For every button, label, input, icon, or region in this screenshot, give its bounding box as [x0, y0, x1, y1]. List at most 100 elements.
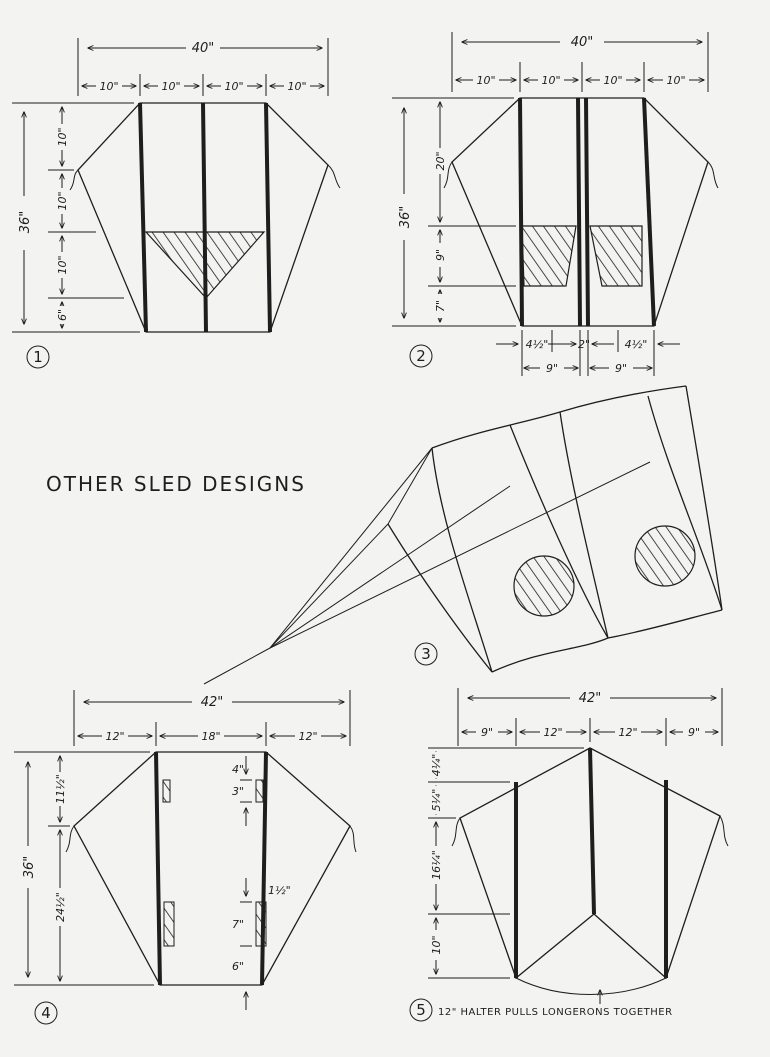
vent-dim-label: 6"	[232, 960, 244, 973]
vent-trapezoid	[521, 225, 577, 287]
design-number-circle	[26, 345, 50, 369]
vent-dim-label: 1½"	[268, 884, 291, 897]
vent-slot	[162, 779, 171, 803]
width-segment-label: 10"	[666, 74, 685, 87]
height-segment-label: 11½"	[54, 774, 67, 804]
design-5: 42" 9" 12" 12" 9" 4¼" 5¼" 16¼" 10" 5 12"…	[409, 688, 729, 1022]
vent-dim-label: 7"	[232, 918, 244, 931]
design-4: 42" 12" 18" 12" 36" 11½" 24½" 4" 3" 1½" …	[14, 690, 357, 1025]
design-number-circle	[34, 1001, 58, 1025]
fold-line	[647, 395, 723, 611]
design-number: 3	[421, 645, 431, 663]
longeron	[642, 97, 656, 327]
design-number-circle	[414, 642, 438, 666]
sail-side	[387, 447, 433, 525]
longeron	[518, 97, 524, 327]
height-segment-label: 10"	[56, 127, 69, 146]
vent-circle	[634, 525, 696, 587]
flying-line	[203, 647, 271, 685]
vent-triangle	[144, 231, 266, 299]
height-segment-label: 10"	[430, 935, 443, 954]
design-number: 4	[41, 1004, 51, 1022]
width-segment-label: 12"	[618, 726, 637, 739]
bridle-tie	[443, 161, 453, 189]
halter-caption: 12" HALTER PULLS LONGERONS TOGETHER	[438, 1007, 673, 1018]
spar-curve	[431, 447, 493, 673]
fold-line	[509, 424, 609, 639]
page-title: OTHER SLED DESIGNS	[46, 472, 306, 496]
design-number-circle	[409, 998, 433, 1022]
width-segment-label: 10"	[224, 80, 243, 93]
bottom-dim-label: 4½"	[526, 338, 549, 351]
vent-slot	[255, 779, 264, 803]
width-total-label: 40"	[571, 35, 594, 50]
height-total-label: 36"	[22, 856, 37, 879]
height-segment-label: 16¼"	[430, 850, 443, 880]
width-segment-label: 18"	[201, 730, 220, 743]
width-total-label: 40"	[192, 41, 215, 56]
design-number: 2	[416, 347, 426, 365]
center-spar	[588, 747, 596, 915]
bridle-tie	[65, 825, 75, 853]
sail-bottom-edge	[491, 609, 723, 673]
width-total-label: 42"	[201, 695, 224, 710]
sail-lower-edge	[387, 523, 493, 673]
bridle-tie	[69, 169, 79, 191]
height-total-label: 36"	[398, 206, 413, 229]
design-number: 5	[416, 1001, 426, 1019]
height-segment-label: 4¼"	[430, 754, 443, 777]
width-total-label: 42"	[579, 691, 602, 706]
halter-line	[515, 977, 667, 995]
bridle-line	[269, 523, 389, 649]
vent-dim-label: 3"	[232, 785, 244, 798]
width-segment-label: 10"	[603, 74, 622, 87]
longeron	[138, 102, 148, 333]
bridle-tie	[719, 815, 729, 847]
width-segment-label: 9"	[688, 726, 700, 739]
longeron	[154, 751, 162, 986]
spar-curve	[685, 385, 723, 611]
bridle-tie	[349, 825, 357, 853]
width-segment-label: 12"	[105, 730, 124, 743]
design-3: 3	[203, 385, 723, 685]
height-segment-label: 10"	[56, 255, 69, 274]
width-segment-label: 9"	[481, 726, 493, 739]
bridle-tie	[451, 817, 461, 847]
bottom-dim-label: 9"	[546, 362, 558, 375]
spar-curve	[559, 411, 609, 639]
width-segment-label: 12"	[543, 726, 562, 739]
height-segment-label: 24½"	[54, 892, 67, 922]
bridle-tie	[327, 164, 341, 189]
design-2: 40" 10" 10" 10" 10" 36" 20" 9" 7"	[392, 32, 719, 376]
bridle-line	[269, 447, 433, 649]
longeron	[264, 102, 272, 333]
height-segment-label: 20"	[434, 151, 447, 170]
bottom-dim-label: 4½"	[625, 338, 648, 351]
design-1: 40" 10" 10" 10" 10" 36" 10" 10" 10" 6" 1	[12, 38, 341, 369]
width-segment-label: 10"	[99, 80, 118, 93]
sail-outline	[73, 751, 351, 986]
vent-dim-label: 4"	[232, 763, 244, 776]
height-total-label: 36"	[18, 211, 33, 234]
width-segment-label: 12"	[298, 730, 317, 743]
vent-circle	[513, 555, 575, 617]
longeron	[576, 97, 582, 327]
vent-slot	[163, 901, 175, 947]
height-segment-label: 6"	[56, 309, 69, 321]
width-segment-label: 10"	[287, 80, 306, 93]
height-segment-label: 9"	[434, 249, 447, 261]
bridle-line	[269, 485, 511, 649]
width-segment-label: 10"	[161, 80, 180, 93]
bridle-line	[269, 461, 651, 649]
bridle-tie	[707, 161, 719, 189]
height-segment-label: 10"	[56, 191, 69, 210]
height-segment-label: 7"	[434, 300, 447, 312]
design-number-circle	[409, 344, 433, 368]
design-number: 1	[33, 348, 43, 366]
width-segment-label: 10"	[541, 74, 560, 87]
bottom-dim-label: 9"	[615, 362, 627, 375]
longeron	[584, 97, 590, 327]
vent-trapezoid	[589, 225, 643, 287]
